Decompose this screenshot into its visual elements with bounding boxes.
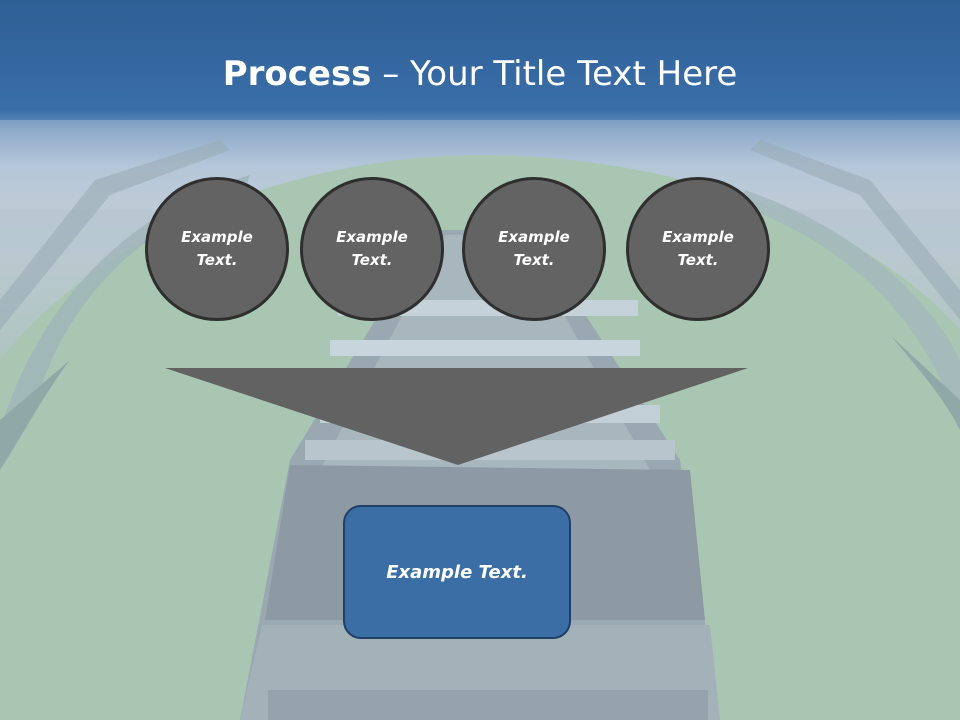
result-box[interactable]: Example Text.	[343, 505, 571, 639]
step-label-3: Example Text.	[498, 228, 570, 269]
step-circle-3[interactable]: Example Text.	[462, 177, 606, 321]
step-circle-2[interactable]: Example Text.	[300, 177, 444, 321]
step-circle-4[interactable]: Example Text.	[626, 177, 770, 321]
title-rest: – Your Title Text Here	[371, 54, 738, 94]
step-circle-1[interactable]: Example Text.	[145, 177, 289, 321]
result-label: Example Text.	[386, 561, 528, 583]
step-label-2: Example Text.	[336, 228, 408, 269]
step-label-1: Example Text.	[181, 228, 253, 269]
step-label-4: Example Text.	[662, 228, 734, 269]
title-bold: Process	[222, 54, 372, 94]
slide-title: Process – Your Title Text Here	[0, 52, 960, 96]
